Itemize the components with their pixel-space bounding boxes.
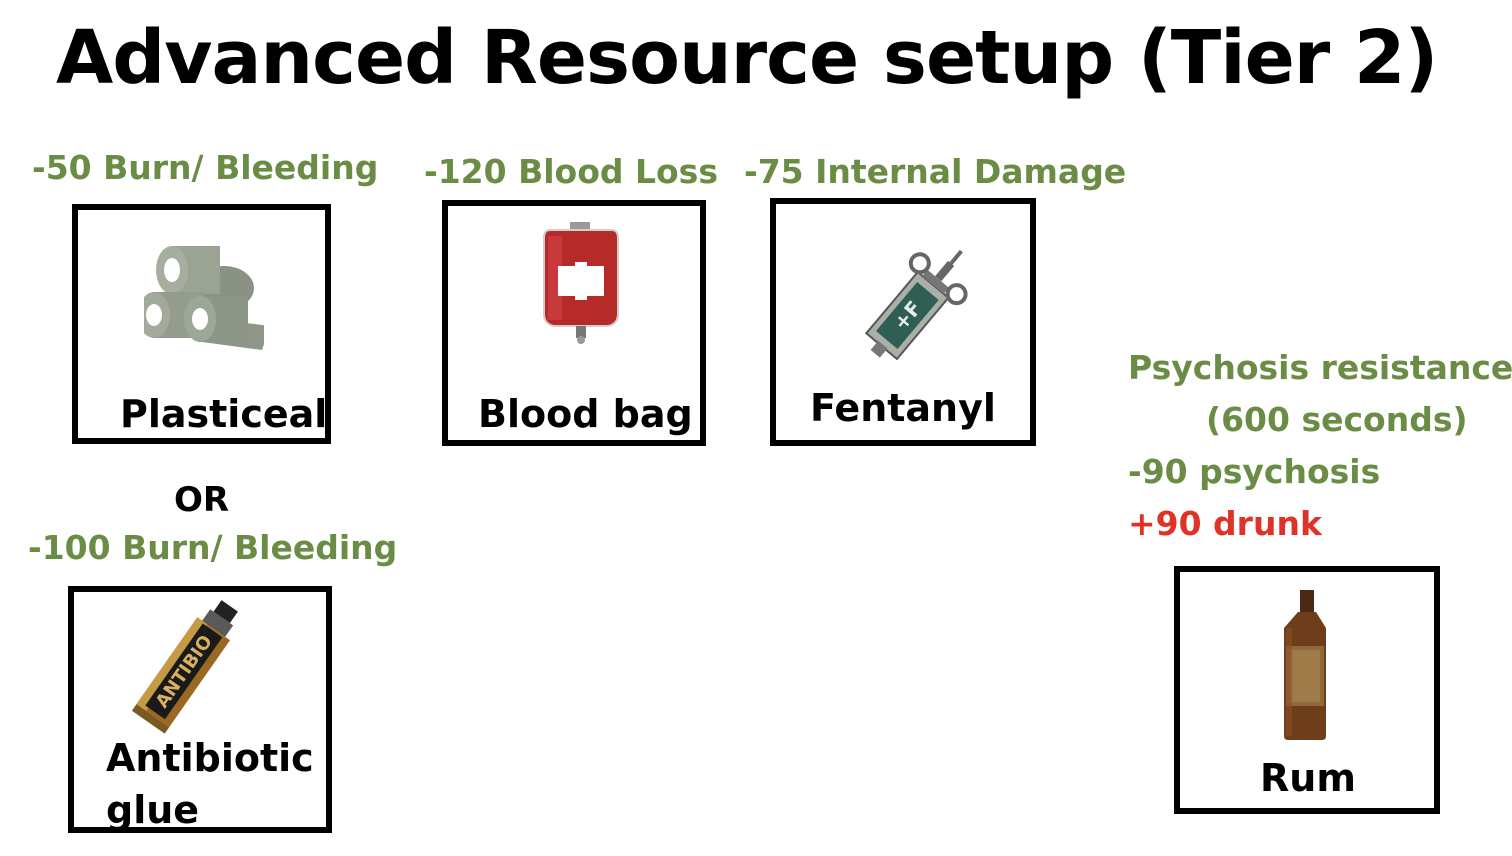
rum-label: Rum <box>1260 756 1356 800</box>
plasticeal-effect: -50 Burn/ Bleeding <box>32 148 379 187</box>
antibiotic-label-line2: glue <box>106 788 200 832</box>
blood-bag-card: Blood bag <box>442 200 706 446</box>
rum-effect-line4: +90 drunk <box>1128 504 1322 543</box>
blood-bag-icon <box>543 222 619 344</box>
slide-title: Advanced Resource setup (Tier 2) <box>56 15 1438 101</box>
rum-effect-line3: -90 psychosis <box>1128 452 1381 491</box>
antibiotic-label-line1: Antibiotic <box>106 736 314 780</box>
fentanyl-label: Fentanyl <box>810 386 996 430</box>
rum-effect-line1: Psychosis resistance <box>1128 348 1512 387</box>
fentanyl-effect: -75 Internal Damage <box>744 152 1127 191</box>
rum-bottle-icon <box>1284 590 1326 740</box>
plasticeal-card: Plasticeal <box>72 204 331 444</box>
blood-bag-label: Blood bag <box>478 392 693 436</box>
plasticeal-label: Plasticeal <box>120 392 328 436</box>
blood-bag-effect: -120 Blood Loss <box>424 152 718 191</box>
bandage-rolls-icon <box>144 246 264 350</box>
rum-effect-line2: (600 seconds) <box>1206 400 1468 439</box>
or-text: OR <box>174 480 230 520</box>
syringe-icon: +F <box>864 249 968 361</box>
fentanyl-card: +F Fentanyl <box>770 198 1036 446</box>
antibiotic-card: ANTIBIO Antibiotic glue <box>68 586 332 833</box>
antibiotic-effect: -100 Burn/ Bleeding <box>28 528 398 567</box>
rum-card: Rum <box>1174 566 1440 814</box>
glue-tube-icon: ANTIBIO <box>131 600 238 734</box>
